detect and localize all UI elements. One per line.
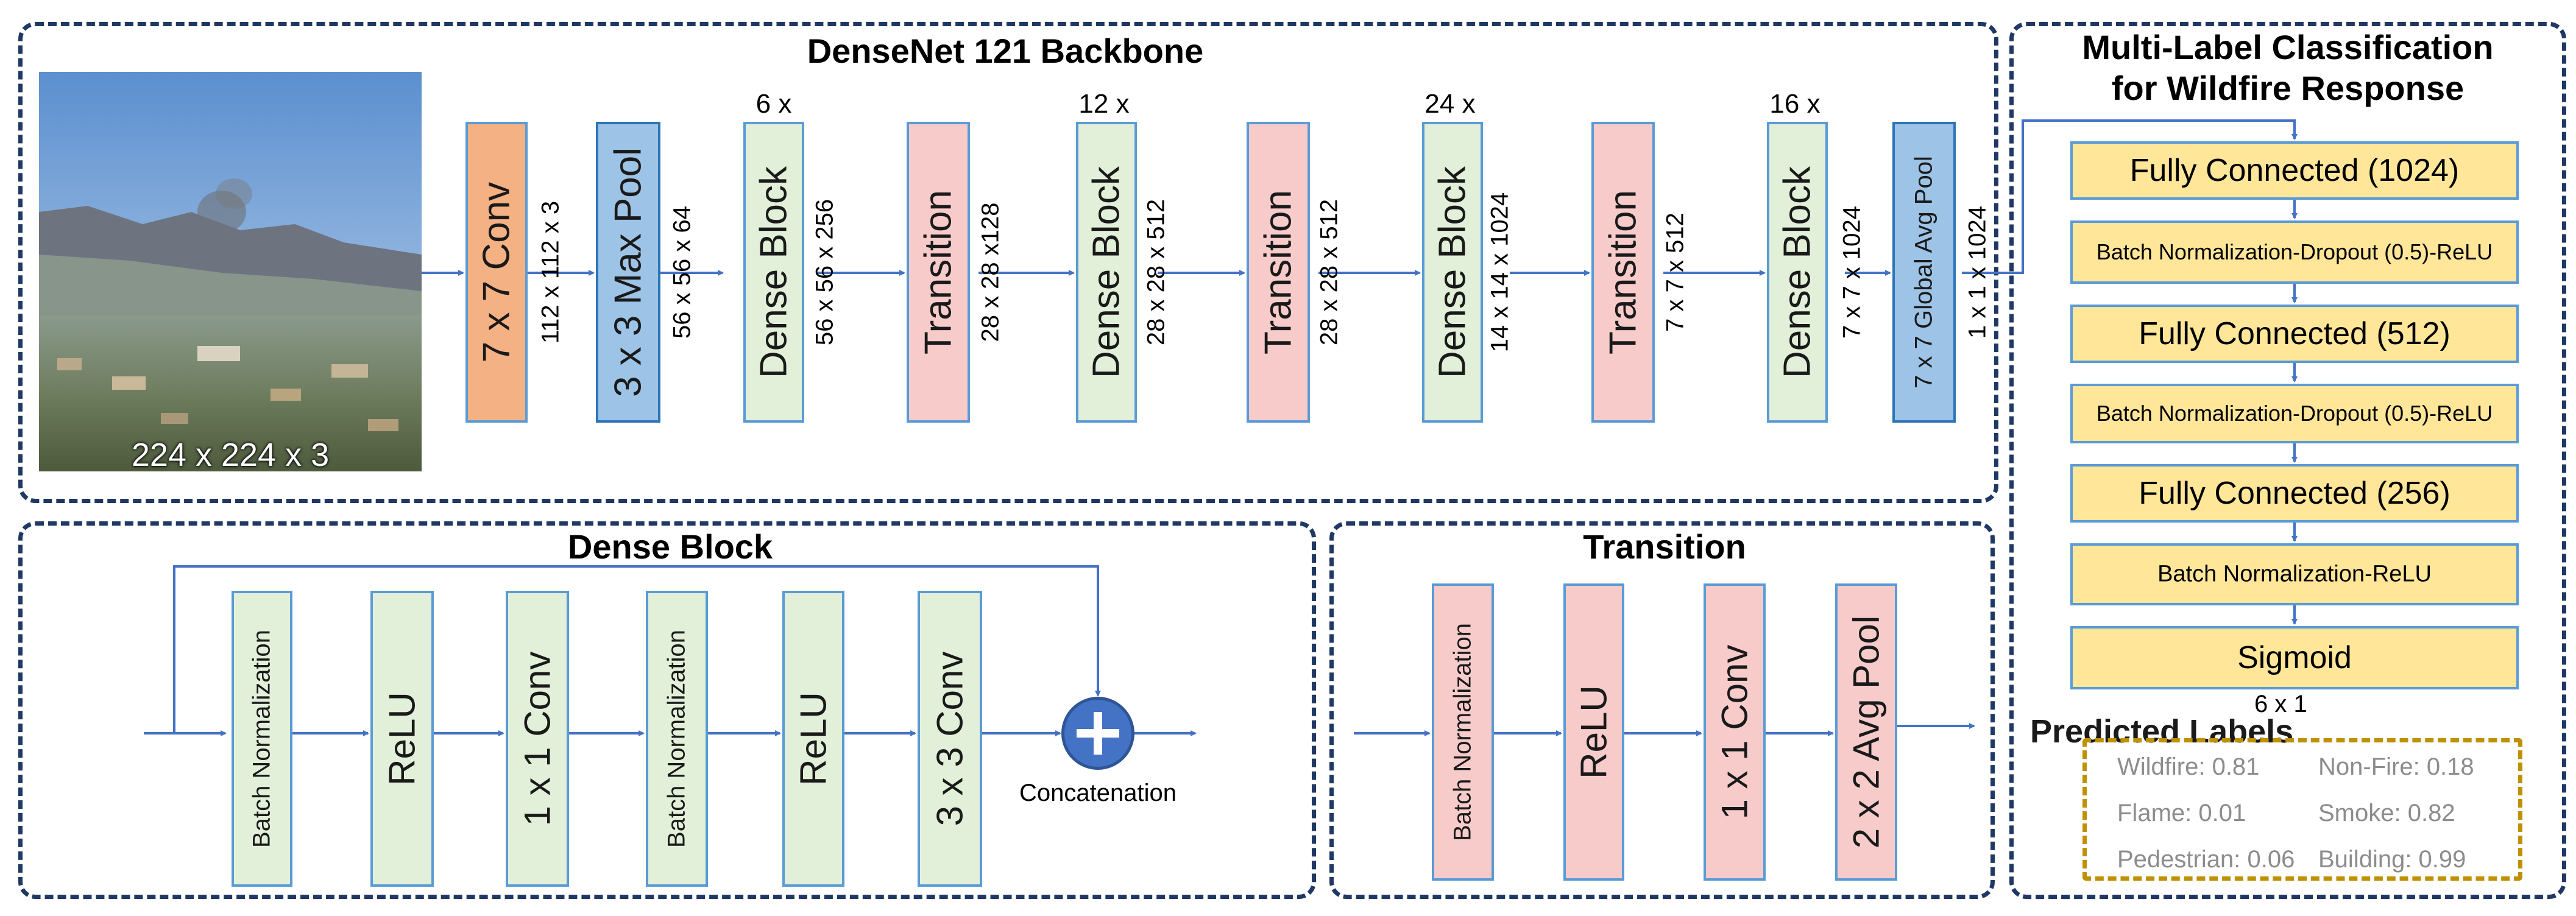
predicted-labels-title: Predicted Labels: [2030, 713, 2294, 750]
dense1-mult: 6 x: [755, 89, 792, 119]
dense2-block: Dense Block: [1076, 122, 1137, 423]
concatenation-plus-icon: [1061, 697, 1134, 770]
pred-nonfire: Non-Fire: 0.18: [2318, 753, 2474, 780]
tr-avgpool-block: 2 x 2 Avg Pool: [1835, 583, 1897, 881]
transition3-block: Transition: [1591, 122, 1655, 423]
dense2-mult: 12 x: [1078, 89, 1130, 119]
transition1-block: Transition: [907, 122, 970, 423]
db-batchnorm2-label: Batch Normalization: [663, 630, 690, 848]
db-conv3x3-block: 3 x 3 Conv: [918, 591, 982, 887]
conv7-label: 7 x 7 Conv: [475, 181, 518, 363]
dense3-block: Dense Block: [1422, 122, 1483, 423]
maxpool-dim: 56 x 56 x 64: [668, 206, 696, 339]
db-batchnorm2-block: Batch Normalization: [646, 591, 708, 887]
pred-flame: Flame: 0.01: [2117, 800, 2246, 826]
transition3-dim: 7 x 7 x 512: [1661, 213, 1689, 332]
dense3-dim: 14 x 14 x 1024: [1486, 192, 1513, 353]
bn-relu-label: Batch Normalization-ReLU: [2157, 561, 2432, 587]
tr-relu-label: ReLU: [1573, 685, 1615, 779]
dense3-label: Dense Block: [1431, 166, 1474, 379]
db-conv1x1-block: 1 x 1 Conv: [506, 591, 569, 887]
db-batchnorm1-block: Batch Normalization: [232, 591, 292, 887]
fc512-layer: Fully Connected (512): [2070, 305, 2519, 363]
landscape-photo: [39, 72, 422, 471]
transition-panel: [1329, 521, 1995, 899]
dense1-block: Dense Block: [743, 122, 804, 423]
bn-relu-layer: Batch Normalization-ReLU: [2070, 543, 2519, 605]
tr-avgpool-label: 2 x 2 Avg Pool: [1845, 615, 1887, 849]
transition2-label: Transition: [1257, 190, 1300, 354]
db-conv1x1-label: 1 x 1 Conv: [517, 651, 558, 826]
db-conv3x3-label: 3 x 3 Conv: [929, 651, 971, 826]
output-dim: 6 x 1: [2254, 691, 2307, 717]
conv7-dim: 112 x 112 x 3: [537, 200, 564, 344]
pred-wildfire: Wildfire: 0.81: [2117, 753, 2260, 780]
fc1024-layer: Fully Connected (1024): [2070, 141, 2519, 200]
dense4-mult: 16 x: [1769, 89, 1821, 119]
dense-block-panel: [18, 521, 1316, 899]
tr-relu-block: ReLU: [1563, 583, 1624, 881]
dense1-dim: 56 x 56 x 256: [811, 199, 838, 346]
dense4-dim: 7 x 7 x 1024: [1838, 206, 1866, 339]
transition-title: Transition: [1583, 527, 1746, 566]
bn-dropout-relu-1-label: Batch Normalization-Dropout (0.5)-ReLU: [2096, 239, 2493, 264]
fc256-layer: Fully Connected (256): [2070, 464, 2519, 523]
classifier-title-line1: Multi-Label Classification: [2082, 28, 2494, 66]
db-batchnorm1-label: Batch Normalization: [248, 630, 275, 848]
maxpool-block: 3 x 3 Max Pool: [596, 122, 660, 423]
classifier-title-line2: for Wildfire Response: [2111, 69, 2465, 108]
tr-batchnorm-block: Batch Normalization: [1432, 583, 1494, 881]
transition1-label: Transition: [917, 190, 960, 354]
dense3-mult: 24 x: [1424, 89, 1476, 119]
transition2-block: Transition: [1247, 122, 1310, 423]
backbone-title: DenseNet 121 Backbone: [807, 32, 1204, 70]
global-avg-pool-dim: 1 x 1 x 1024: [1964, 206, 1991, 339]
conv7-block: 7 x 7 Conv: [465, 122, 528, 423]
dense4-block: Dense Block: [1767, 122, 1828, 423]
db-relu1-block: ReLU: [370, 591, 434, 887]
classifier-panel: [2009, 22, 2566, 899]
dense2-dim: 28 x 28 x 512: [1142, 199, 1170, 346]
predicted-labels-box: Wildfire: 0.81 Non-Fire: 0.18 Flame: 0.0…: [2082, 738, 2522, 881]
transition3-label: Transition: [1602, 190, 1644, 354]
bn-dropout-relu-2-label: Batch Normalization-Dropout (0.5)-ReLU: [2096, 401, 2493, 426]
fc1024-label: Fully Connected (1024): [2129, 153, 2460, 188]
maxpool-label: 3 x 3 Max Pool: [607, 147, 649, 398]
fc256-label: Fully Connected (256): [2139, 476, 2450, 511]
global-avg-pool-label: 7 x 7 Global Avg Pool: [1910, 156, 1937, 389]
transition1-dim: 28 x 28 x128: [977, 202, 1004, 342]
sigmoid-layer: Sigmoid: [2070, 626, 2519, 689]
backbone-panel: [18, 22, 1998, 503]
transition2-dim: 28 x 28 x 512: [1315, 199, 1343, 346]
classifier-title: Multi-Label Classification for Wildfire …: [2011, 27, 2565, 108]
dense-block-title: Dense Block: [567, 527, 773, 566]
concatenation-label: Concatenation: [1019, 780, 1177, 806]
sigmoid-label: Sigmoid: [2237, 640, 2352, 675]
pred-pedestrian: Pedestrian: 0.06: [2117, 846, 2295, 873]
fc512-label: Fully Connected (512): [2139, 316, 2450, 351]
input-image: 224 x 224 x 3: [39, 72, 422, 471]
tr-conv1x1-label: 1 x 1 Conv: [1714, 644, 1755, 820]
bn-dropout-relu-1-layer: Batch Normalization-Dropout (0.5)-ReLU: [2070, 220, 2519, 284]
db-relu2-label: ReLU: [793, 692, 834, 786]
tr-batchnorm-label: Batch Normalization: [1449, 623, 1476, 841]
input-dim-label: 224 x 224 x 3: [131, 437, 330, 471]
bn-dropout-relu-2-layer: Batch Normalization-Dropout (0.5)-ReLU: [2070, 384, 2519, 443]
pred-building: Building: 0.99: [2318, 846, 2466, 873]
db-relu1-label: ReLU: [381, 692, 423, 786]
dense1-label: Dense Block: [752, 166, 795, 379]
db-relu2-block: ReLU: [782, 591, 844, 887]
dense2-label: Dense Block: [1085, 166, 1128, 379]
global-avg-pool-block: 7 x 7 Global Avg Pool: [1892, 122, 1956, 423]
pred-smoke: Smoke: 0.82: [2318, 800, 2455, 826]
tr-conv1x1-block: 1 x 1 Conv: [1704, 583, 1766, 881]
dense4-label: Dense Block: [1776, 166, 1819, 379]
